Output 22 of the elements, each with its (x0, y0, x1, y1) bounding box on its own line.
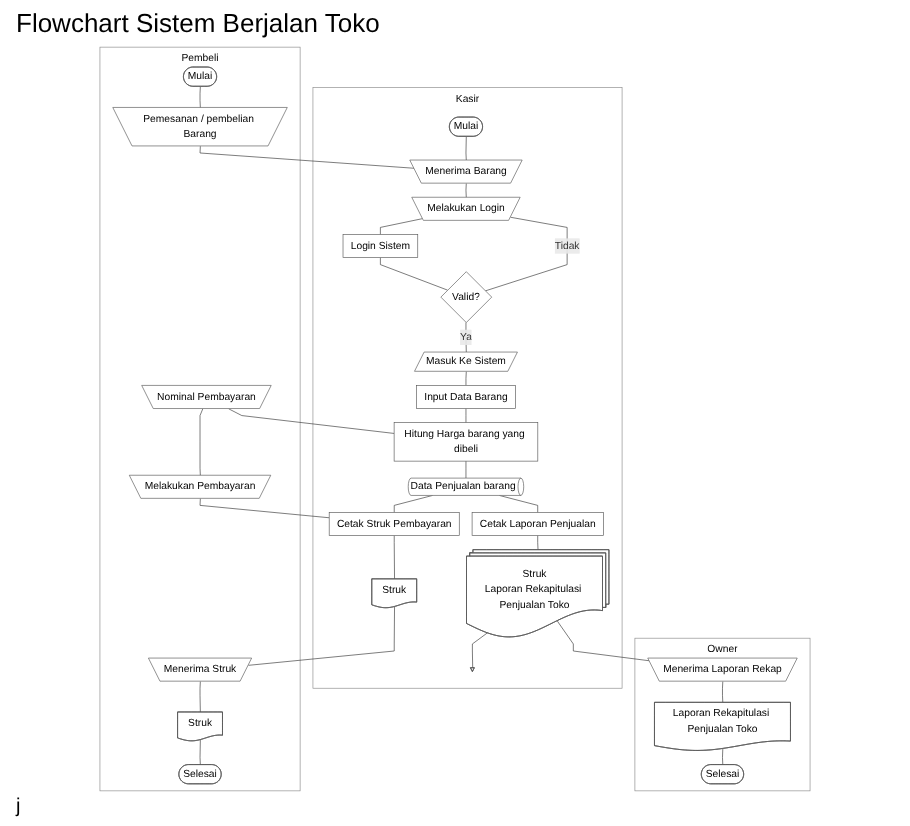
connector (199, 408, 204, 476)
connector (722, 748, 724, 766)
connector (248, 606, 395, 666)
connector (499, 495, 539, 513)
connector (228, 408, 395, 434)
note-text: j (16, 796, 21, 818)
connector (393, 495, 433, 513)
connector (465, 136, 467, 161)
connector (472, 632, 488, 669)
connector (199, 498, 330, 519)
diagram-title: Flowchart Sistem Berjalan Toko (16, 8, 380, 38)
connector (484, 216, 568, 292)
connector (722, 681, 724, 703)
connector (199, 145, 415, 169)
connector (380, 257, 448, 291)
connector (537, 535, 539, 551)
connector (465, 408, 467, 423)
connector (380, 218, 423, 235)
connector (199, 86, 201, 109)
connector (199, 739, 201, 766)
connector (557, 620, 650, 662)
connector (393, 535, 395, 580)
